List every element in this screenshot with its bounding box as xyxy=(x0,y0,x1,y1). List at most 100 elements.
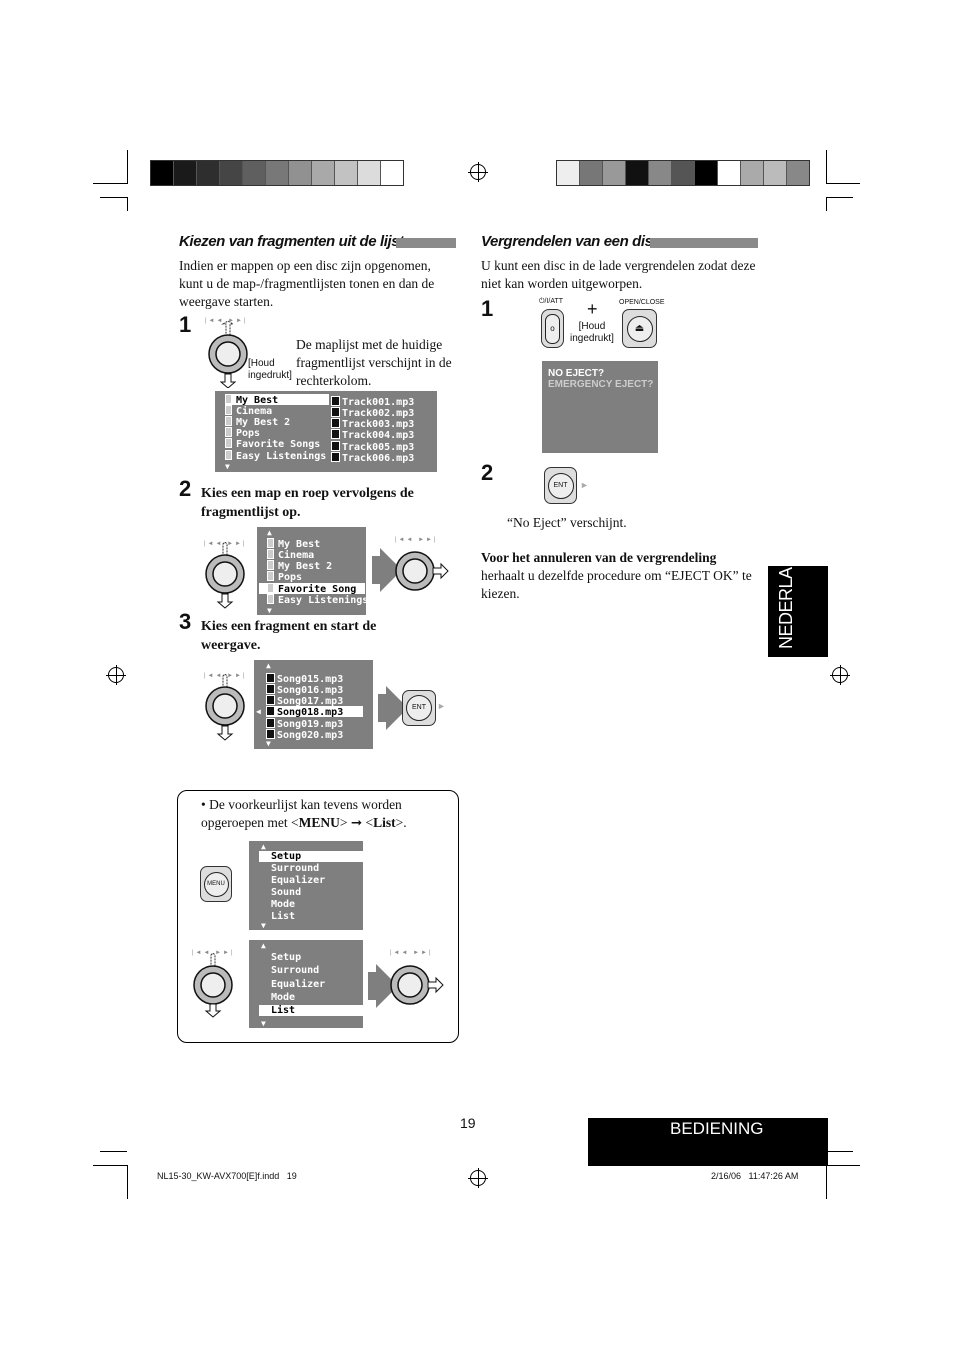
ent-button[interactable]: ENT xyxy=(544,467,577,504)
list-item[interactable]: Song020.mp3 xyxy=(266,729,343,741)
skip-glyphs: |◄◄ ►►| xyxy=(395,537,438,543)
emergency-eject-text: EMERGENCY EJECT? xyxy=(548,379,654,390)
list-item[interactable]: Favorite Song xyxy=(259,583,365,595)
control-dial-icon[interactable] xyxy=(395,545,451,595)
list-item[interactable]: Track003.mp3 xyxy=(331,418,414,430)
menu-item[interactable]: Setup xyxy=(271,952,302,963)
print-info-right: 2/16/06 11:47:26 AM xyxy=(711,1171,799,1181)
list-item[interactable]: Song019.mp3 xyxy=(266,718,343,730)
next-arrow-icon xyxy=(380,548,402,592)
registration-mark xyxy=(468,1168,488,1188)
menu-item[interactable]: Surround xyxy=(271,863,320,874)
play-arrow-icon: ► xyxy=(437,701,446,711)
step2-text: Kies een map en roep vervolgens de fragm… xyxy=(201,486,414,520)
list-item[interactable]: Cinema xyxy=(225,405,272,417)
plus-sign: + xyxy=(587,299,598,319)
list-item[interactable]: Song018.mp3 xyxy=(266,706,363,718)
list-item[interactable]: Track002.mp3 xyxy=(331,407,414,419)
crop-mark xyxy=(93,1165,127,1166)
crop-mark xyxy=(826,1151,853,1152)
eject-screen: NO EJECT? EMERGENCY EJECT? xyxy=(542,361,658,453)
folder-track-screen: My Best ▶ Cinema My Best 2 Pops Favorite… xyxy=(215,391,437,472)
menu-item[interactable]: Mode xyxy=(271,992,296,1003)
control-dial-icon[interactable] xyxy=(390,960,446,1010)
list-item[interactable]: Pops xyxy=(267,571,302,583)
page-number: 19 xyxy=(460,1115,476,1131)
step-number: 2 xyxy=(179,476,192,501)
list-item[interactable]: Pops xyxy=(225,427,260,439)
step3-text: Kies een fragment en start de weergave. xyxy=(201,619,377,653)
list-item[interactable]: My Best 2 xyxy=(225,416,290,428)
crop-mark xyxy=(93,183,127,184)
skip-glyphs: |◄◄ ►►| xyxy=(204,673,247,679)
cancel-title: Voor het annuleren van de vergrendeling xyxy=(481,550,717,565)
menu-item[interactable]: Mode xyxy=(271,899,296,910)
crop-mark xyxy=(100,197,127,198)
list-item[interactable]: Track006.mp3 xyxy=(331,452,414,464)
skip-glyphs: |◄◄ ►►| xyxy=(390,950,433,956)
list-item[interactable]: Song016.mp3 xyxy=(266,684,343,696)
menu-button[interactable]: MENU xyxy=(200,866,232,902)
control-dial-icon[interactable] xyxy=(189,952,239,1019)
list-item[interactable]: Easy Listenings xyxy=(267,594,368,606)
list-item[interactable]: Cinema xyxy=(267,549,314,561)
no-eject-result: “No Eject” verschijnt. xyxy=(507,515,627,530)
menu-item-list[interactable]: List xyxy=(259,1005,363,1016)
menu-item-setup[interactable]: Setup xyxy=(259,851,363,862)
skip-glyphs: |◄◄ ►►| xyxy=(205,318,248,324)
list-item[interactable]: Track004.mp3 xyxy=(331,429,414,441)
right-section-title: Vergrendelen van een disc xyxy=(481,233,661,250)
list-item[interactable]: My Best 2 xyxy=(267,560,332,572)
power-att-button[interactable]: o xyxy=(541,309,564,348)
color-bar-right xyxy=(556,160,810,186)
step-number: 1 xyxy=(481,296,494,321)
list-item[interactable]: My Best xyxy=(267,538,320,550)
control-dial-icon[interactable] xyxy=(201,541,251,612)
list-item[interactable]: Track005.mp3 xyxy=(331,441,414,453)
hold-label: [Houd ingedrukt] xyxy=(570,321,614,344)
menu-item[interactable]: Equalizer xyxy=(271,979,326,990)
play-arrow-icon: ► xyxy=(580,480,589,490)
registration-mark xyxy=(830,665,850,685)
list-item[interactable]: My Best xyxy=(225,394,329,406)
folder-list-screen: ▲ My Best Cinema My Best 2 Pops Favorite… xyxy=(257,527,368,615)
list-item[interactable]: Song015.mp3 xyxy=(266,673,343,685)
step-number: 3 xyxy=(179,609,192,634)
crop-mark xyxy=(127,197,128,211)
next-arrow-icon xyxy=(378,694,387,722)
menu-item[interactable]: Equalizer xyxy=(271,875,326,886)
tip-box xyxy=(177,790,459,1043)
registration-mark xyxy=(468,162,488,182)
list-item[interactable]: Easy Listenings xyxy=(225,450,326,462)
menu-screen-list: ▲ Setup Surround Equalizer Mode List ▶ ▼ xyxy=(249,940,363,1028)
menu-item[interactable]: Surround xyxy=(271,965,320,976)
menu-item[interactable]: List xyxy=(271,911,296,922)
power-button-label: ⏻/I/ATT xyxy=(539,298,564,305)
crop-mark xyxy=(826,150,827,184)
section-footer: BEDIENING xyxy=(588,1118,828,1166)
hold-label: [Houd ingedrukt] xyxy=(248,358,292,381)
list-item[interactable]: Track001.mp3 xyxy=(331,396,414,408)
title-bar xyxy=(650,238,758,248)
title-bar xyxy=(396,238,456,248)
open-close-button-label: OPEN/CLOSE xyxy=(619,299,665,306)
control-dial-icon[interactable] xyxy=(201,673,251,744)
step1-note: De maplijst met de huidige fragmentlijst… xyxy=(296,337,452,388)
ent-button[interactable]: ENT xyxy=(402,690,436,726)
crop-mark xyxy=(826,197,827,211)
menu-item[interactable]: Sound xyxy=(271,887,302,898)
left-intro: Indien er mappen op een disc zijn opgeno… xyxy=(179,258,435,309)
list-item[interactable]: Song017.mp3 xyxy=(266,695,343,707)
song-list-screen: ▲ Song015.mp3 Song016.mp3 Song017.mp3 ◀ … xyxy=(254,660,373,749)
crop-mark xyxy=(100,1151,127,1152)
right-intro: U kunt een disc in de lade vergrendelen … xyxy=(481,258,756,291)
no-eject-text: NO EJECT? xyxy=(548,368,605,379)
step-number: 1 xyxy=(179,312,192,337)
next-arrow-icon xyxy=(372,556,381,584)
left-section-title: Kiezen van fragmenten uit de lijst xyxy=(179,233,404,250)
cancel-text: herhaalt u dezelfde procedure om “EJECT … xyxy=(481,568,752,601)
open-close-button[interactable]: ⏏ xyxy=(622,309,657,348)
list-item[interactable]: Favorite Songs xyxy=(225,438,320,450)
control-dial-icon[interactable] xyxy=(204,318,254,389)
tip-text: • De voorkeurlijst kan tevens worden opg… xyxy=(201,797,407,830)
